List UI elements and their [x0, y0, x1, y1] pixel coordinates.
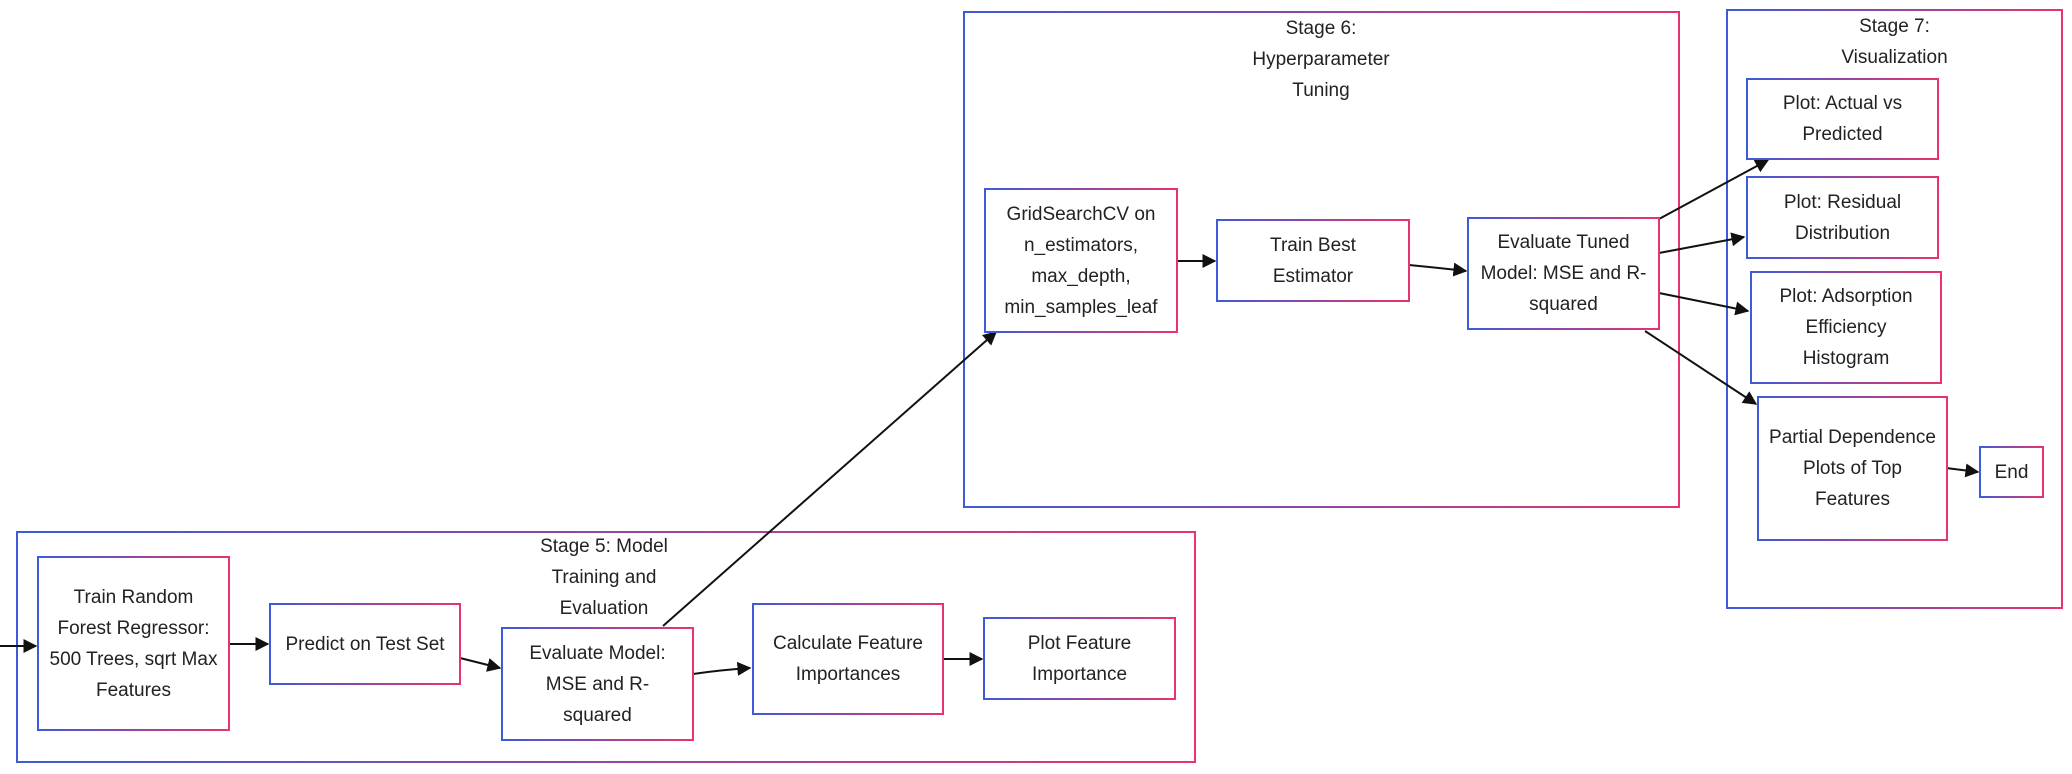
node-evaluate-model-label: Evaluate Model: MSE and R-squared [529, 642, 666, 726]
node-plot-residual-distribution[interactable]: Plot: Residual Distribution [1746, 176, 1939, 259]
stage7-cluster [1726, 9, 2063, 609]
node-end[interactable]: End [1979, 446, 2044, 498]
edge-predict-to-evaluate [459, 657, 502, 672]
edge-evaluate-to-feature-imp [692, 661, 752, 676]
stage6-title: Stage 6: Hyperparameter Tuning [1252, 18, 1390, 101]
node-evaluate-tuned-model-label: Evaluate Tuned Model: MSE and R-squared [1480, 232, 1647, 315]
node-calculate-feature-importances[interactable]: Calculate Feature Importances [752, 603, 944, 715]
node-predict-test-set-label: Predict on Test Set [285, 633, 445, 655]
edge-evaluate-to-gridsearch [662, 331, 998, 627]
edge-train-best-to-eval-tuned [1408, 262, 1468, 277]
node-predict-test-set[interactable]: Predict on Test Set [269, 603, 461, 685]
node-plot-adsorption-histogram-label: Plot: Adsorption Efficiency Histogram [1779, 286, 1913, 369]
node-plot-actual-vs-predicted-label: Plot: Actual vs Predicted [1782, 93, 1903, 145]
node-evaluate-model[interactable]: Evaluate Model: MSE and R-squared [501, 627, 694, 741]
node-train-random-forest[interactable]: Train Random Forest Regressor: 500 Trees… [37, 556, 230, 731]
node-plot-residual-distribution-label: Plot: Residual Distribution [1783, 191, 1902, 244]
node-gridsearchcv-label: GridSearchCV on n_estimators, max_depth,… [1004, 203, 1158, 318]
node-train-best-estimator-label: Train Best Estimator [1270, 234, 1356, 287]
node-plot-feature-importance[interactable]: Plot Feature Importance [983, 617, 1176, 700]
node-partial-dependence-plots-label: Partial Dependence Plots of Top Features [1769, 427, 1936, 510]
edge-eval-tuned-to-pdp [1644, 330, 1758, 405]
stage6-cluster [963, 11, 1680, 508]
node-calculate-feature-importances-label: Calculate Feature Importances [773, 633, 923, 685]
node-evaluate-tuned-model[interactable]: Evaluate Tuned Model: MSE and R-squared [1467, 217, 1660, 330]
stage7-title: Stage 7: Visualization [1841, 16, 1948, 68]
node-plot-feature-importance-label: Plot Feature Importance [1027, 632, 1132, 685]
stage5-title: Stage 5: Model Training and Evaluation [540, 536, 668, 619]
edge-eval-tuned-to-plot-resid [1658, 232, 1746, 254]
node-gridsearchcv[interactable]: GridSearchCV on n_estimators, max_depth,… [984, 188, 1178, 333]
node-train-best-estimator[interactable]: Train Best Estimator [1216, 219, 1410, 302]
edge-pdp-to-end [1945, 463, 1980, 478]
node-end-label: End [1994, 461, 2029, 483]
node-plot-actual-vs-predicted[interactable]: Plot: Actual vs Predicted [1746, 78, 1939, 160]
edge-eval-tuned-to-plot-avp [1658, 159, 1770, 220]
node-train-random-forest-label: Train Random Forest Regressor: 500 Trees… [49, 586, 218, 701]
node-plot-adsorption-histogram[interactable]: Plot: Adsorption Efficiency Histogram [1750, 271, 1942, 384]
edge-eval-tuned-to-plot-hist [1658, 292, 1750, 316]
node-partial-dependence-plots[interactable]: Partial Dependence Plots of Top Features [1757, 396, 1948, 541]
